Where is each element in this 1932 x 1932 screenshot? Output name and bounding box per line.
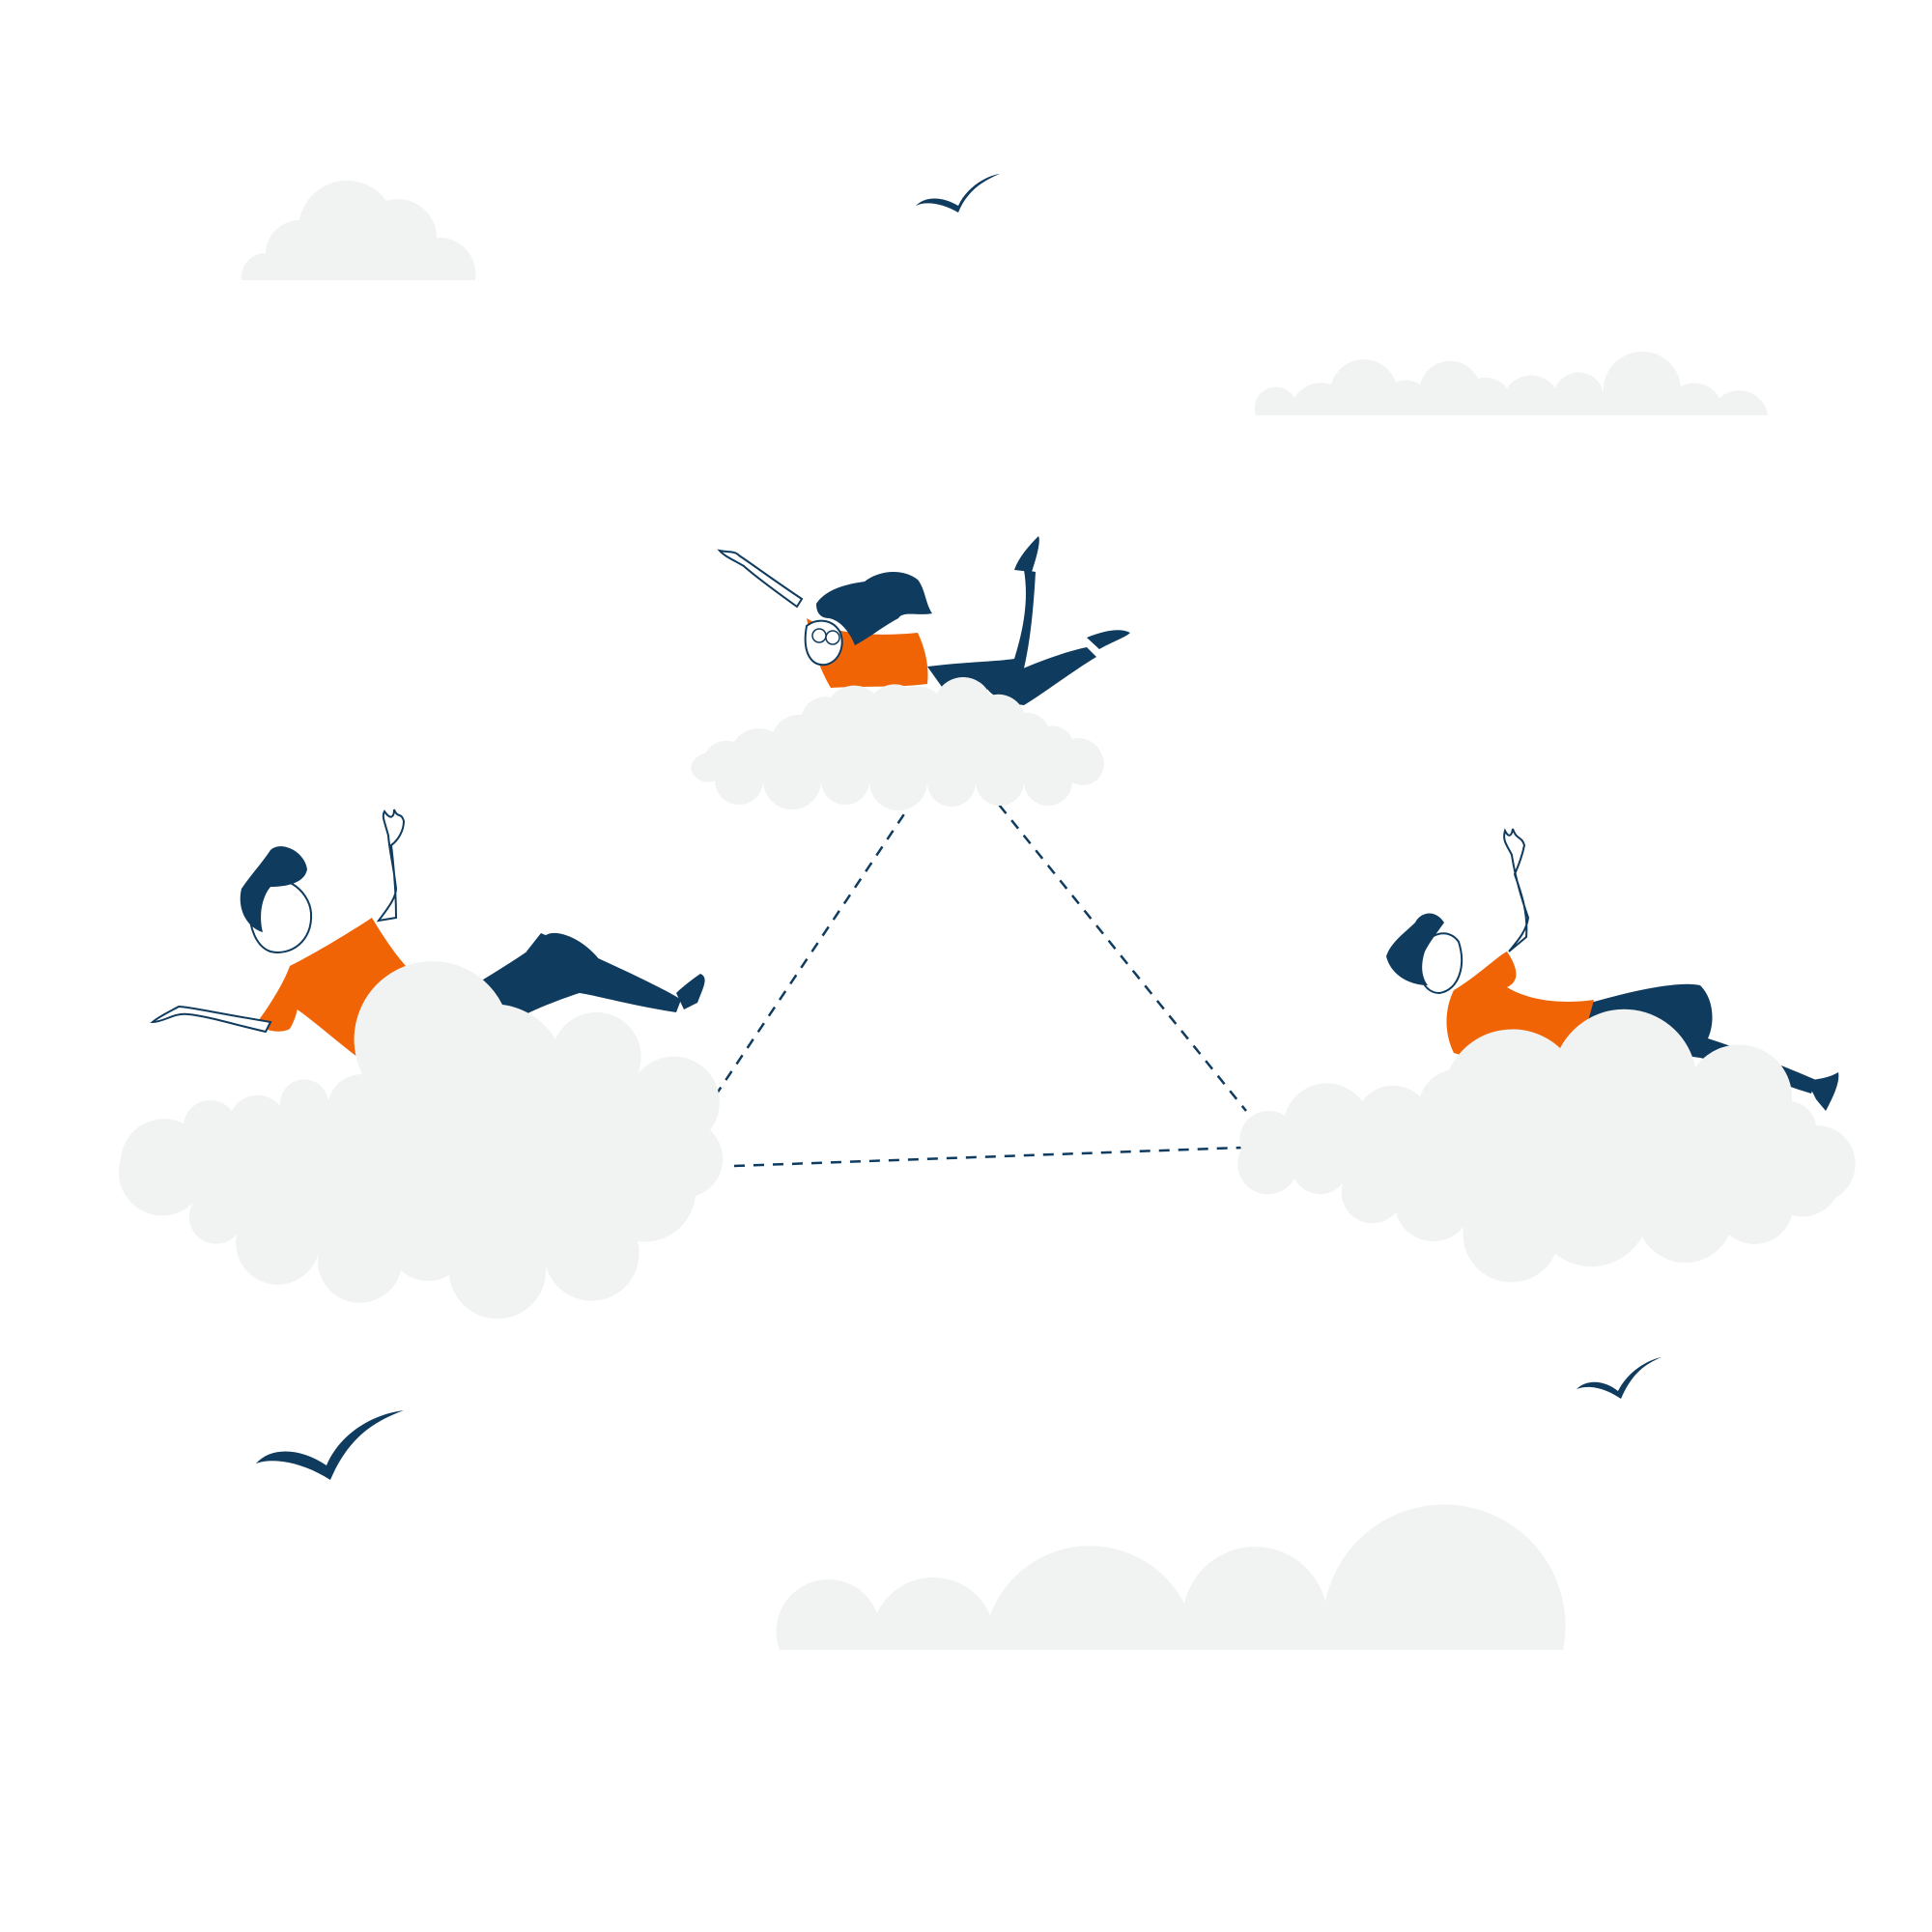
bird-icon <box>916 174 1000 213</box>
connector-line-right <box>986 789 1247 1112</box>
cloud-top <box>691 676 1104 811</box>
bird-icon <box>256 1410 404 1480</box>
background-cloud-bottom <box>776 1504 1566 1650</box>
bird-icon <box>1577 1357 1662 1399</box>
dashed-triangle-connector <box>713 781 1247 1168</box>
background-cloud-top-left <box>241 180 476 280</box>
cloud-right <box>1237 1009 1856 1283</box>
figure-woman-top <box>717 536 1130 705</box>
cloud-left <box>118 961 724 1320</box>
connector-line-left <box>713 781 927 1097</box>
background-cloud-top-right <box>1254 351 1768 415</box>
connector-line-bottom <box>733 1146 1242 1168</box>
